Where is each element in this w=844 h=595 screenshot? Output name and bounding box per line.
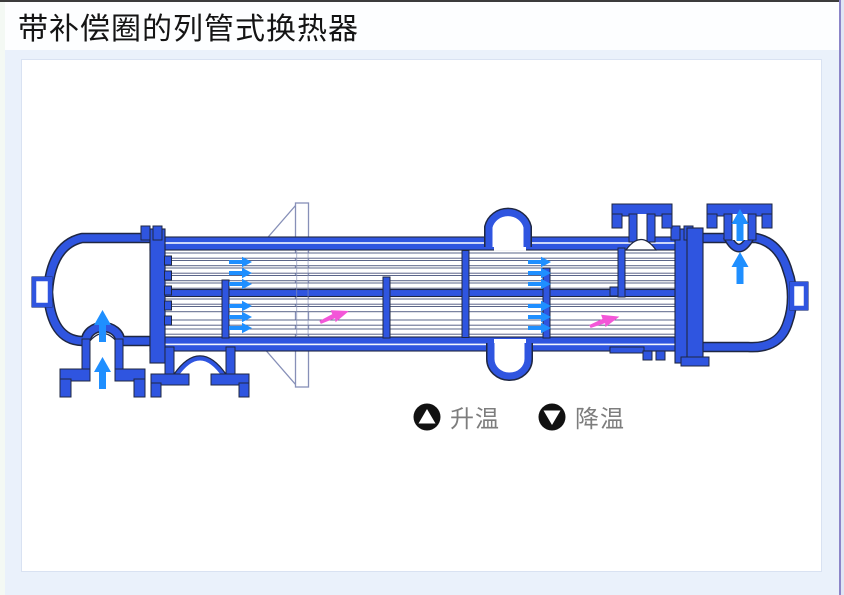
up-triangle-icon	[413, 403, 441, 430]
diagram-legend: 升温 降温	[413, 399, 625, 434]
title-band	[0, 0, 844, 50]
window-top-border	[0, 0, 844, 2]
legend-label: 降温	[575, 407, 625, 433]
slide-canvas	[21, 59, 822, 572]
down-triangle-icon	[538, 403, 566, 430]
legend-item-cooling: 降温	[538, 399, 625, 434]
left-margin-strip	[0, 0, 5, 595]
window-right-pad	[841, 0, 844, 595]
window-right-border	[839, 0, 841, 595]
legend-label: 升温	[450, 407, 500, 433]
legend-item-heating: 升温	[413, 399, 500, 434]
page-title: 带补偿圈的列管式换热器	[18, 13, 359, 46]
